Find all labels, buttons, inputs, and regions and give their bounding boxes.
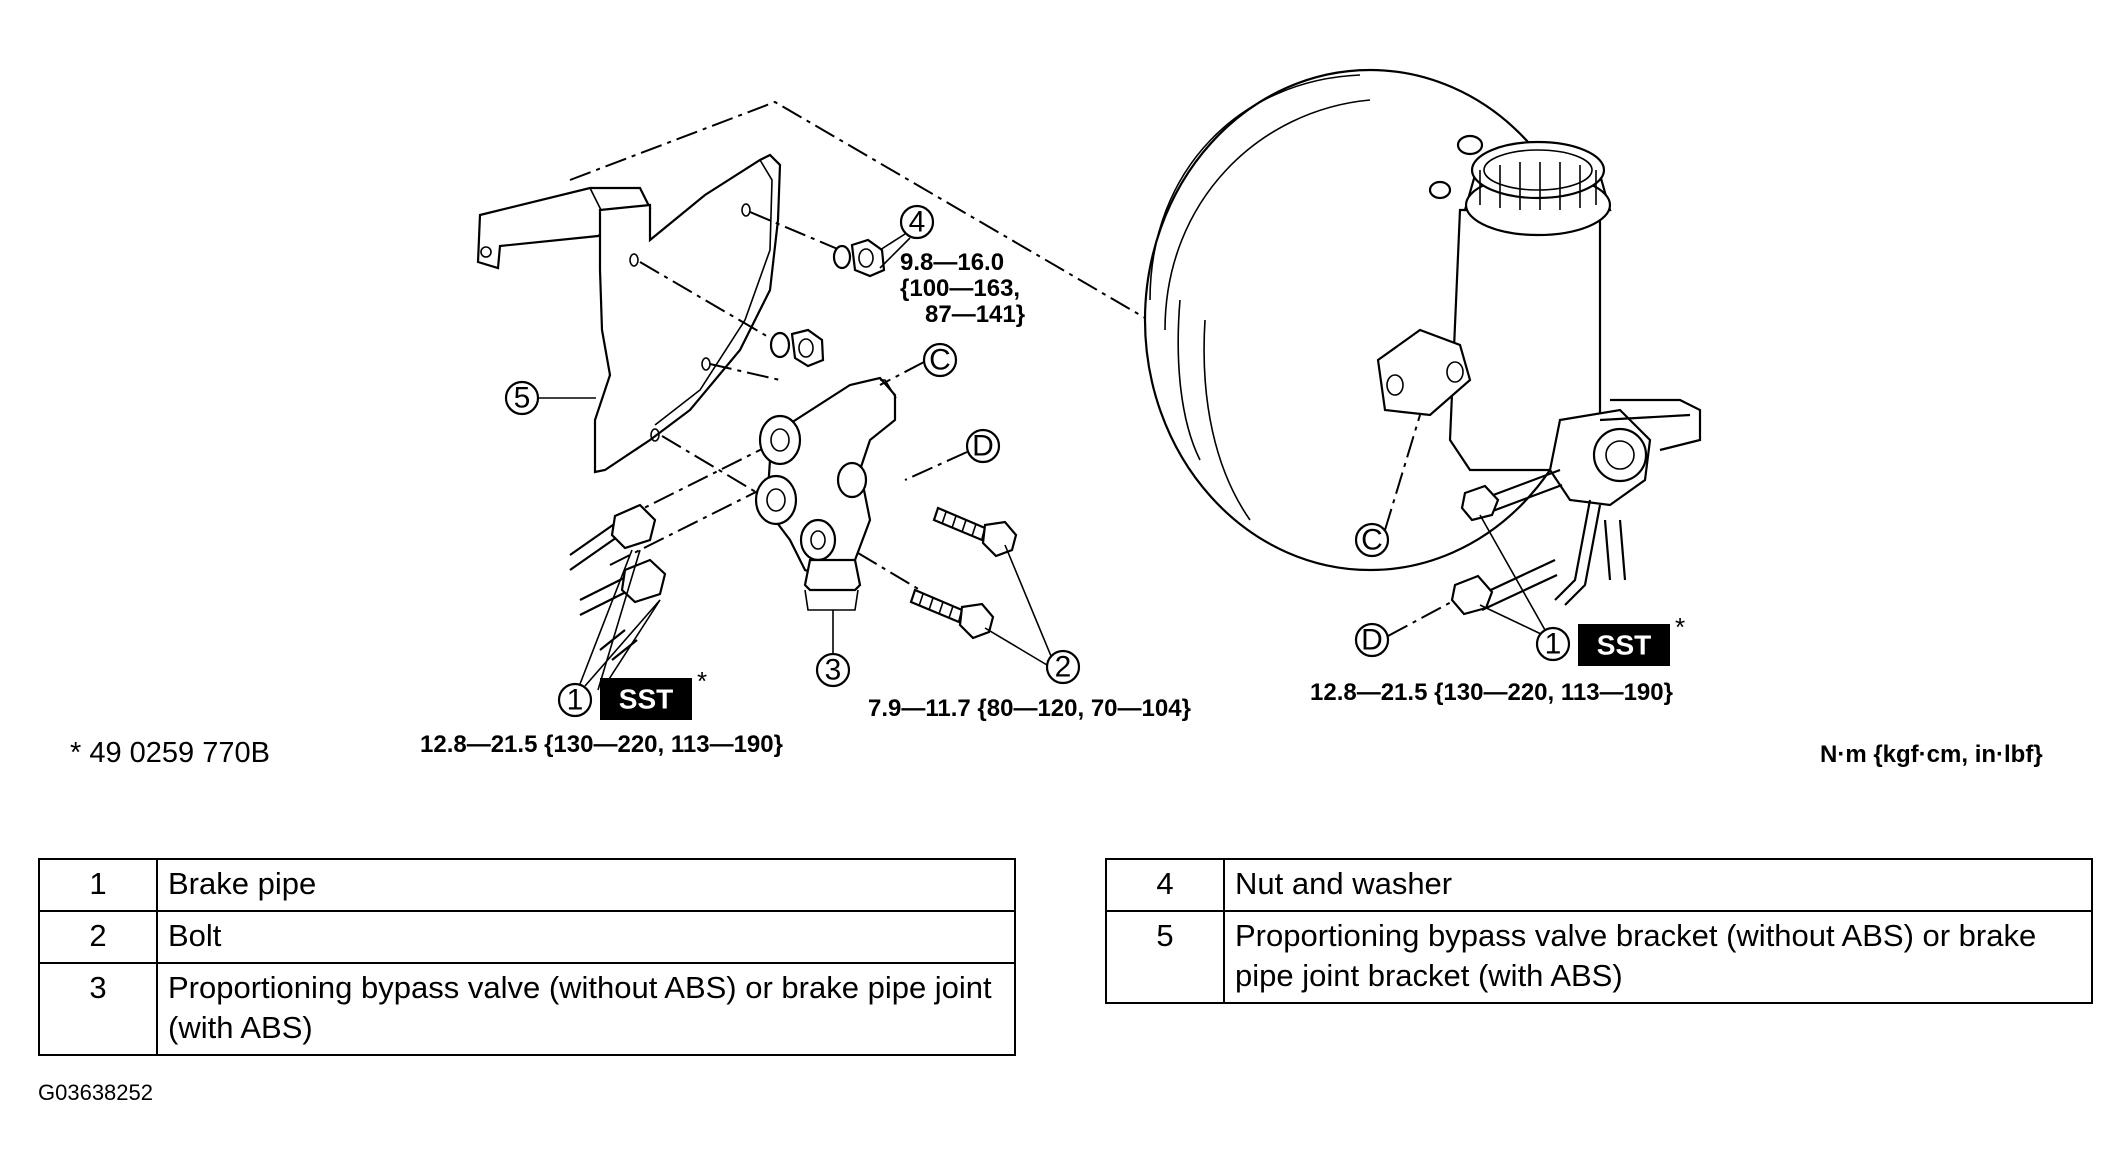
brake-pipes-left [569,503,667,691]
legend-desc: Proportioning bypass valve (without ABS)… [156,962,1016,1056]
legend-desc: Proportioning bypass valve bracket (with… [1223,910,2093,1004]
callout-d-right: D [1354,599,1456,658]
brake-booster-assembly [1143,68,1702,616]
legend-table-left: 1 Brake pipe 2 Bolt 3 Proportioning bypa… [38,858,1016,1056]
svg-text:D: D [972,430,994,463]
callout-5: 5 [504,380,596,416]
svg-text:1: 1 [1545,628,1562,661]
svg-text:SST: SST [1597,630,1651,661]
svg-text:3: 3 [825,654,842,687]
bolt-lower [909,588,995,640]
legend-num: 2 [38,910,158,964]
legend-desc: Nut and washer [1223,858,2093,912]
nut-washer-upper [832,238,886,278]
svg-text:2: 2 [1055,651,1072,684]
legend-table-right: 4 Nut and washer 5 Proportioning bypass … [1105,858,2093,1004]
torque-bolt: 7.9—11.7 {80—120, 70—104} [868,695,1191,722]
svg-text:*: * [697,666,707,696]
callout-1-left: 1 [557,549,661,718]
torque-pipe-right: 12.8—21.5 {130—220, 113—190} [1310,679,1673,706]
legend-num: 1 [38,858,158,912]
proportioning-bypass-valve [754,376,897,611]
svg-text:SST: SST [619,684,673,715]
legend-num: 4 [1105,858,1225,912]
svg-text:C: C [929,344,951,377]
torque-nut-line2: {100—163, [900,275,1020,302]
legend-num: 3 [38,962,158,1056]
svg-text:*: * [1675,612,1685,642]
legend-desc: Bolt [156,910,1016,964]
legend-num: 5 [1105,910,1225,1004]
callout-4: 4 [879,204,935,269]
svg-text:C: C [1361,524,1383,557]
legend-row: 4 Nut and washer [1105,858,2093,912]
nut-washer-lower [769,328,825,368]
torque-pipe-left: 12.8—21.5 {130—220, 113—190} [420,731,783,758]
sst-badge-left: SST * [600,666,707,720]
svg-text:1: 1 [567,684,584,717]
legend-row: 2 Bolt [38,910,1016,964]
callout-c-right: C [1354,414,1421,558]
sst-note: * 49 0259 770B [70,737,270,769]
callout-2: 2 [984,544,1081,685]
legend-desc: Brake pipe [156,858,1016,912]
svg-text:5: 5 [514,382,531,415]
figure-code: G03638252 [38,1080,153,1105]
bracket-assembly [476,100,1381,691]
callout-1-right: 1 [1479,514,1571,662]
bypass-valve-bracket [593,153,782,474]
bolt-upper [932,506,1018,558]
svg-text:D: D [1361,624,1383,657]
svg-text:4: 4 [909,206,926,239]
callout-d-top: D [904,428,1001,481]
torque-nut-line1: 9.8—16.0 [900,249,1004,276]
sst-badge-right: SST * [1578,612,1685,666]
units-label: N·m {kgf·cm, in·lbf} [1820,741,2043,768]
legend-row: 3 Proportioning bypass valve (without AB… [38,962,1016,1056]
torque-nut-line3: 87—141} [925,301,1025,328]
callout-3: 3 [815,610,851,688]
legend-row: 5 Proportioning bypass valve bracket (wi… [1105,910,2093,1004]
legend-row: 1 Brake pipe [38,858,1016,912]
callout-c-top: C [879,342,958,386]
